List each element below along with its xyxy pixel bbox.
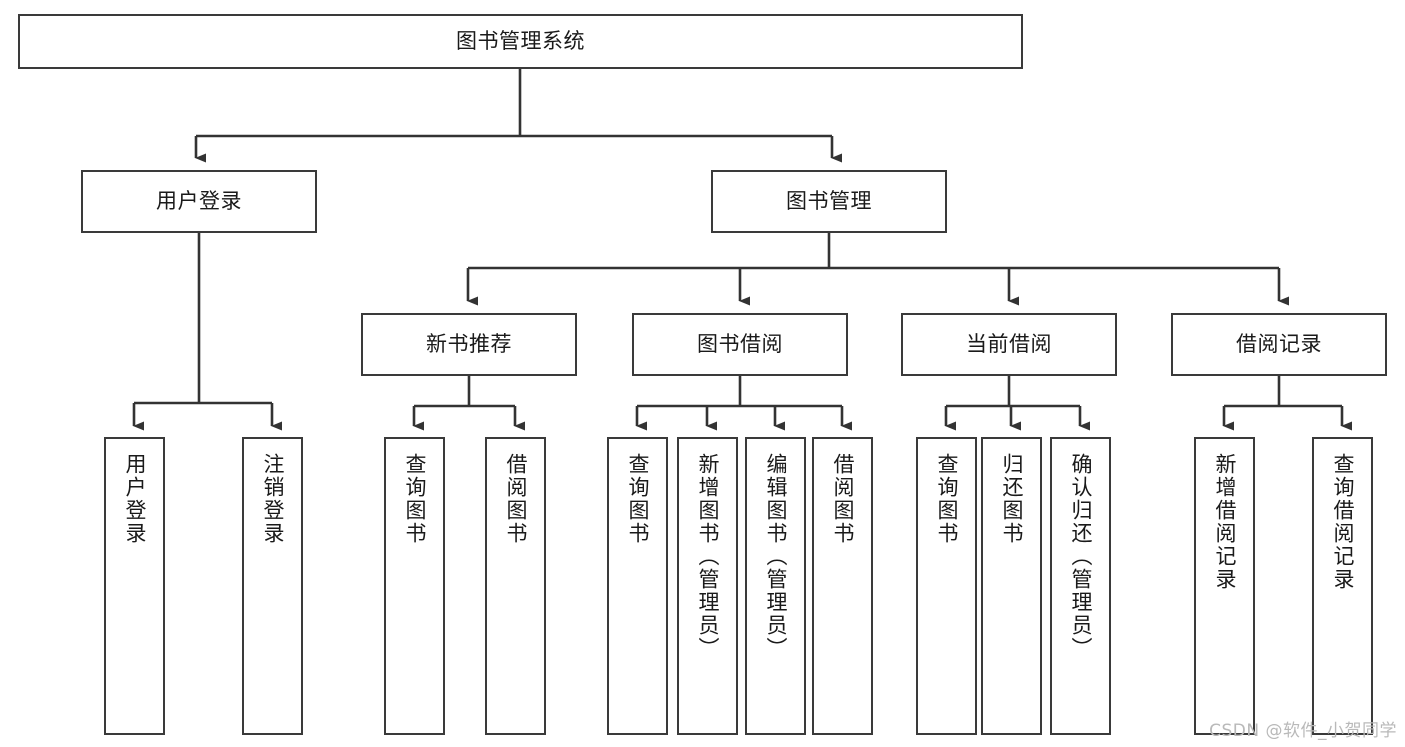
- node-label: 注销登录: [261, 453, 285, 545]
- leaf-currentborrow-confirm-return-admin[interactable]: 确认归还（管理员）: [1050, 437, 1111, 735]
- node-label: 新增借阅记录: [1213, 453, 1237, 591]
- node-label: 查询借阅记录: [1331, 453, 1355, 591]
- node-borrow-record[interactable]: 借阅记录: [1171, 313, 1387, 376]
- leaf-newbook-borrow-books[interactable]: 借阅图书: [485, 437, 546, 735]
- leaf-currentborrow-return-books[interactable]: 归还图书: [981, 437, 1042, 735]
- watermark-csdn: CSDN @软件_小贺同学: [1209, 721, 1397, 741]
- node-label: 新增图书（管理员）: [696, 453, 720, 660]
- node-new-book-recommend[interactable]: 新书推荐: [361, 313, 577, 376]
- node-root-book-management-system[interactable]: 图书管理系统: [18, 14, 1023, 69]
- leaf-bookborrow-add-book-admin[interactable]: 新增图书（管理员）: [677, 437, 738, 735]
- node-label: 查询图书: [626, 453, 650, 545]
- node-label: 归还图书: [1000, 453, 1024, 545]
- leaf-borrowrecord-add-record[interactable]: 新增借阅记录: [1194, 437, 1255, 735]
- node-label: 借阅记录: [1236, 332, 1322, 357]
- node-label: 查询图书: [403, 453, 427, 545]
- node-book-borrow[interactable]: 图书借阅: [632, 313, 848, 376]
- node-label: 新书推荐: [426, 332, 512, 357]
- leaf-bookborrow-edit-book-admin[interactable]: 编辑图书（管理员）: [745, 437, 806, 735]
- node-current-borrow[interactable]: 当前借阅: [901, 313, 1117, 376]
- node-label: 用户登录: [156, 189, 242, 214]
- leaf-logout[interactable]: 注销登录: [242, 437, 303, 735]
- node-label: 图书借阅: [697, 332, 783, 357]
- leaf-bookborrow-query-books[interactable]: 查询图书: [607, 437, 668, 735]
- node-book-management[interactable]: 图书管理: [711, 170, 947, 233]
- leaf-currentborrow-query-books[interactable]: 查询图书: [916, 437, 977, 735]
- node-label: 编辑图书（管理员）: [764, 453, 788, 660]
- leaf-newbook-query-books[interactable]: 查询图书: [384, 437, 445, 735]
- node-label: 借阅图书: [504, 453, 528, 545]
- node-label: 借阅图书: [831, 453, 855, 545]
- node-label: 当前借阅: [966, 332, 1052, 357]
- node-label: 用户登录: [123, 453, 147, 545]
- node-label: 查询图书: [935, 453, 959, 545]
- node-label: 确认归还（管理员）: [1069, 453, 1093, 660]
- node-label: 图书管理系统: [456, 29, 585, 54]
- node-label: 图书管理: [786, 189, 872, 214]
- leaf-bookborrow-borrow-books[interactable]: 借阅图书: [812, 437, 873, 735]
- leaf-borrowrecord-query-record[interactable]: 查询借阅记录: [1312, 437, 1373, 735]
- leaf-user-login[interactable]: 用户登录: [104, 437, 165, 735]
- node-user-login[interactable]: 用户登录: [81, 170, 317, 233]
